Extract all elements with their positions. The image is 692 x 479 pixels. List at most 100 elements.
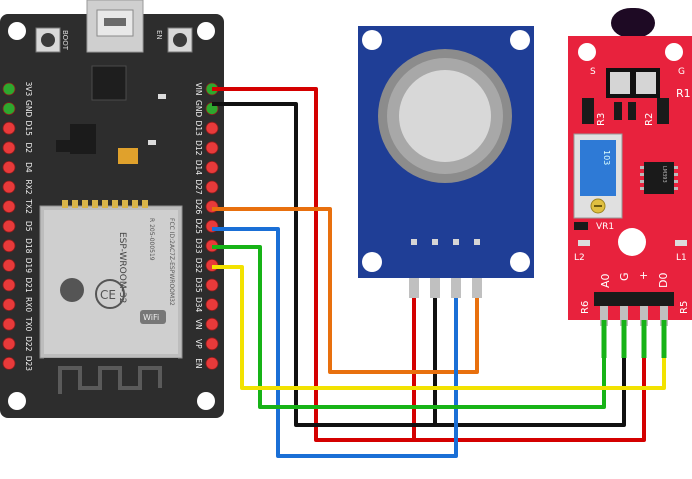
wifi-label: WiFi [143,313,159,322]
right-pin-label: D27 [194,179,203,195]
r6-label: R6 [580,301,591,314]
right-pin-d12[interactable] [205,141,219,155]
module-fcc: FCC ID:2AC7Z-ESPWROOM32 [168,218,175,306]
capacitor [118,148,138,164]
right-pin-label: VIN [194,83,203,96]
left-pin-label: 3V3 [24,82,33,97]
module-r-code: R 205-000519 [148,218,155,261]
left-pin-d4[interactable] [2,160,16,174]
plus-pin-label: + [637,271,650,280]
g-right-label: G [678,67,685,77]
lm393-chip: LM393 [640,162,678,194]
red-vin-wire[interactable] [212,87,646,442]
ce-mark [95,279,125,309]
l1-label: L1 [676,253,687,263]
right-pin-label: D26 [194,199,203,215]
mount-hole [8,392,26,410]
right-pin-vn[interactable] [205,317,219,331]
module-pads [62,200,148,208]
left-pin-d18[interactable] [2,239,16,253]
en-button[interactable] [167,27,193,53]
d0-label: D0 [657,273,670,288]
flame-sensor-lead-stubs [601,320,667,358]
vr1-label: VR1 [596,222,614,232]
flame-sensor-pins [600,306,668,326]
r1-label: R1 [676,87,691,100]
mount-hole [197,22,215,40]
right-pin-en[interactable] [205,356,219,370]
left-pin-label: TX0 [24,316,33,332]
antenna-trace [58,366,162,394]
left-pin-d19[interactable] [2,258,16,272]
left-pin-rx0[interactable] [2,298,16,312]
left-pin-label: D2 [24,143,33,154]
left-pin-gnd[interactable] [2,102,16,115]
a0-label: A0 [599,273,612,288]
esp-wroom-32-module: ESP-WROOM-32 FCC ID:2AC7Z-ESPWROOM32 R 2… [39,200,183,359]
black-gnd-wire[interactable] [212,102,626,427]
flame-sensor-header [594,292,674,306]
sensitivity-potentiometer[interactable]: 103 [573,133,623,219]
left-pin-label: RX0 [24,297,33,312]
left-pin-d23[interactable] [2,356,16,370]
r5-label: R5 [679,301,690,314]
left-pin-d22[interactable] [2,337,16,351]
resistor [614,102,622,120]
esp32-board: BOOT EN ESP-WROOM-32 FCC ID:2AC7Z-ESPWRO… [0,0,224,418]
right-pin-label: VP [194,339,203,349]
s-left-label: S [590,67,596,77]
right-pin-label: EN [194,358,203,368]
right-pin-label: D12 [194,140,203,156]
left-pin-label: D23 [24,356,33,372]
antenna-area [44,358,178,398]
green-d25-wire[interactable] [212,245,606,409]
mq-sensor-pin-pads [411,239,480,245]
blue-d26-wire[interactable] [212,227,458,458]
left-pin-label: D19 [24,258,33,274]
mq-sensor-hole [362,252,382,272]
left-pin-rx2[interactable] [2,180,16,194]
led-l2 [578,240,590,246]
left-pin-label: D18 [24,238,33,254]
right-pin-d14[interactable] [205,160,219,174]
flame-sensor: S G R1 S G R3 R2 103 [568,8,692,326]
mount-hole [8,22,26,40]
espressif-logo [60,278,84,302]
boot-button[interactable] [35,27,61,53]
left-pin-tx2[interactable] [2,200,16,214]
orange-d27-wire[interactable] [212,207,479,374]
left-pin-d15[interactable] [2,121,16,135]
right-pin-label: D25 [194,219,203,235]
mq-sensor-hole [362,30,382,50]
left-pin-tx0[interactable] [2,317,16,331]
left-pin-d5[interactable] [2,219,16,233]
right-pin-d35[interactable] [205,278,219,292]
right-pin-label: D14 [194,160,203,176]
resistor-r3 [582,98,594,124]
right-pin-d27[interactable] [205,180,219,194]
right-pin-label: D32 [194,258,203,274]
mq-sensor-hole [510,30,530,50]
right-pin-label: D35 [194,277,203,293]
smd-component [574,222,588,230]
mq-sensor-hole [510,252,530,272]
smd-component [70,124,96,154]
right-pin-d13[interactable] [205,121,219,135]
left-pin-d2[interactable] [2,141,16,155]
left-pin-label: D22 [24,336,33,352]
l2-label: L2 [574,253,585,263]
chip-marking: LM393 [661,166,667,183]
boot-label: BOOT [61,30,69,51]
right-pin-d34[interactable] [205,298,219,312]
right-pin-vp[interactable] [205,337,219,351]
right-pin-label: D34 [194,297,203,313]
left-pin-3v3[interactable] [2,82,16,96]
smd-led [158,94,166,99]
yellow-d33-wire[interactable] [212,265,666,390]
led-l1 [675,240,687,246]
flame-sensor-hole [578,43,596,61]
left-pin-d21[interactable] [2,278,16,292]
led-footprint [606,68,660,98]
en-label: EN [155,30,163,40]
